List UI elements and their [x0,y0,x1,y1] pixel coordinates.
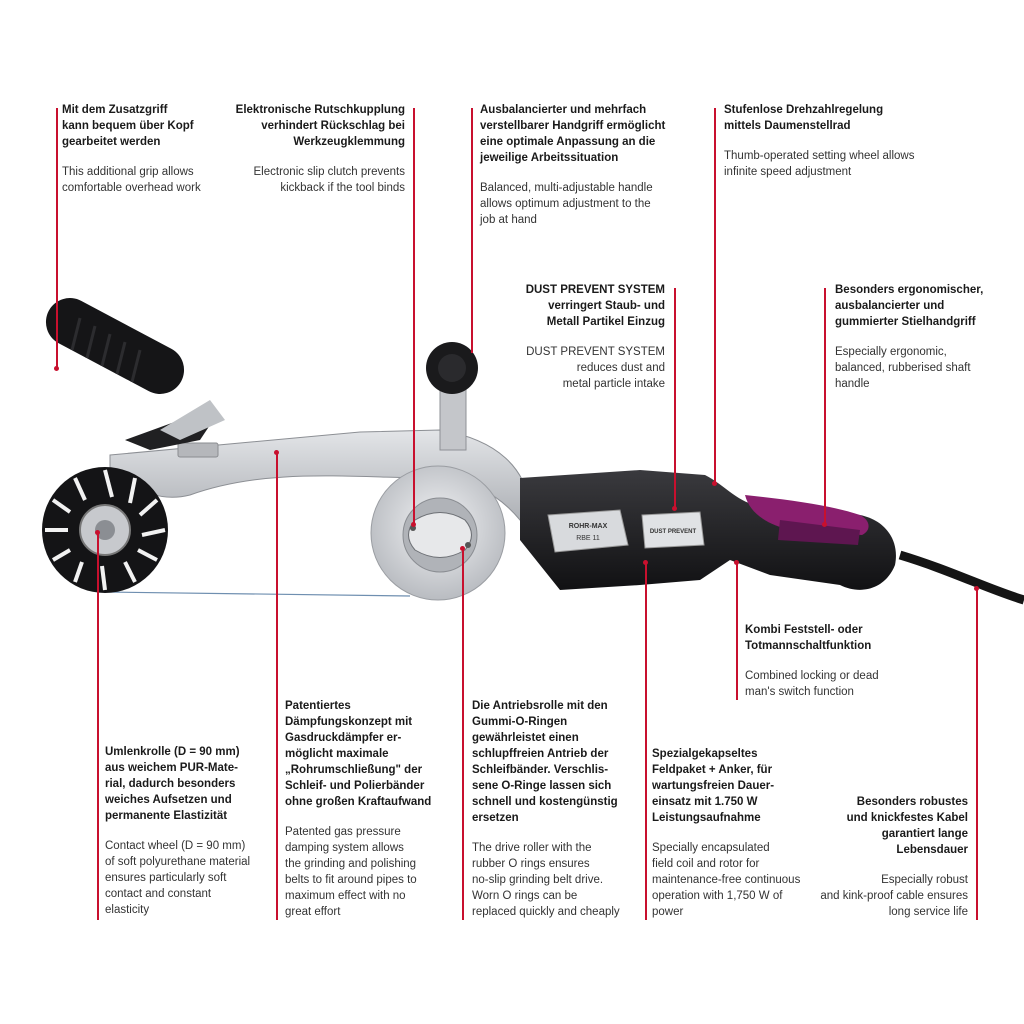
leader-dot-switch [734,560,739,565]
drive-roller [370,465,506,601]
callout-shaft-handle: Besonders ergonomischer, ausbalancierter… [835,282,1015,392]
callout-adjustable-handle-en: Balanced, multi-adjustable handle allows… [480,182,653,226]
callout-field-coil: Spezialgekapseltes Feldpaket + Anker, fü… [652,746,822,920]
callout-damping-de: Patentiertes Dämpfungskonzept mit Gasdru… [285,700,432,808]
callout-switch: Kombi Feststell- oder Totmannschaltfunkt… [745,622,945,700]
leader-dust-prevent [674,288,676,510]
leader-dot-cable [974,586,979,591]
dust-prevent-knob [426,342,478,451]
callout-switch-de: Kombi Feststell- oder Totmannschaltfunkt… [745,624,872,652]
callout-speed-control-en: Thumb-operated setting wheel allows infi… [724,150,915,178]
leader-dot-dust-prevent [672,506,677,511]
leader-drive-roller [462,548,464,920]
callout-cable-en: Especially robust and kink-proof cable e… [820,874,968,918]
callout-speed-control: Stufenlose Drehzahlregelung mittels Daum… [724,102,944,180]
leader-damping [276,452,278,920]
callout-slip-clutch-en: Electronic slip clutch prevents kickback… [253,166,405,194]
callout-contact-wheel-de: Umlenkrolle (D = 90 mm) aus weichem PUR-… [105,746,240,822]
leader-dot-slip-clutch [411,522,416,527]
leader-dot-drive-roller [460,546,465,551]
callout-auxiliary-grip-de: Mit dem Zusatzgriff kann bequem über Kop… [62,104,194,148]
callout-cable-de: Besonders robustes und knickfestes Kabel… [846,796,968,856]
leader-contact-wheel [97,532,99,920]
callout-adjustable-handle-de: Ausbalancierter und mehrfach verstellbar… [480,104,666,164]
callout-drive-roller: Die Antriebsrolle mit den Gummi-O-Ringen… [472,698,642,920]
auxiliary-grip-shape [45,298,225,450]
leader-speed-control [714,108,716,484]
callout-drive-roller-en: The drive roller with the rubber O rings… [472,842,620,918]
power-cable [898,550,1024,605]
callout-shaft-handle-en: Especially ergonomic, balanced, rubberis… [835,346,971,390]
callout-field-coil-en: Specially encapsulated field coil and ro… [652,842,801,918]
callout-contact-wheel: Umlenkrolle (D = 90 mm) aus weichem PUR-… [105,744,270,918]
callout-field-coil-de: Spezialgekapseltes Feldpaket + Anker, fü… [652,748,775,824]
callout-auxiliary-grip-en: This additional grip allows comfortable … [62,166,201,194]
callout-shaft-handle-de: Besonders ergonomischer, ausbalancierter… [835,284,984,328]
leader-dot-speed-control [712,481,717,486]
leader-slip-clutch [413,108,415,526]
callout-dust-prevent-de: DUST PREVENT SYSTEM verringert Staub- un… [525,284,665,328]
leader-shaft-handle [824,288,826,526]
leader-dot-auxiliary-grip [54,366,59,371]
tool-label-sub: RBE 11 [576,535,600,542]
callout-switch-en: Combined locking or dead man's switch fu… [745,670,879,698]
callout-dust-prevent: DUST PREVENT SYSTEM verringert Staub- un… [485,282,665,392]
svg-text:DUST PREVENT: DUST PREVENT [650,529,697,535]
leader-dot-field-coil [643,560,648,565]
leader-field-coil [645,562,647,920]
callout-contact-wheel-en: Contact wheel (D = 90 mm) of soft polyur… [105,840,251,916]
tool-label-main: ROHR-MAX [569,523,608,530]
leader-cable [976,588,978,920]
contact-wheel [42,467,168,593]
callout-drive-roller-de: Die Antriebsrolle mit den Gummi-O-Ringen… [472,700,618,824]
callout-damping-en: Patented gas pressure damping system all… [285,826,417,918]
leader-dot-damping [274,450,279,455]
callout-adjustable-handle: Ausbalancierter und mehrfach verstellbar… [480,102,690,228]
motor-body: ROHR-MAX RBE 11 DUST PREVENT [520,470,896,590]
leader-dot-shaft-handle [822,522,827,527]
callout-dust-prevent-en: DUST PREVENT SYSTEM reduces dust and met… [526,346,665,390]
leader-switch [736,562,738,700]
leader-dot-contact-wheel [95,530,100,535]
callout-damping: Patentiertes Dämpfungskonzept mit Gasdru… [285,698,455,920]
callout-slip-clutch: Elektronische Rutschkupplung verhindert … [205,102,405,196]
callout-speed-control-de: Stufenlose Drehzahlregelung mittels Daum… [724,104,884,132]
callout-cable: Besonders robustes und knickfestes Kabel… [800,794,968,920]
leader-auxiliary-grip [56,108,58,370]
callout-slip-clutch-de: Elektronische Rutschkupplung verhindert … [235,104,405,148]
leader-adjustable-handle [471,108,473,353]
callout-auxiliary-grip: Mit dem Zusatzgriff kann bequem über Kop… [62,102,262,196]
